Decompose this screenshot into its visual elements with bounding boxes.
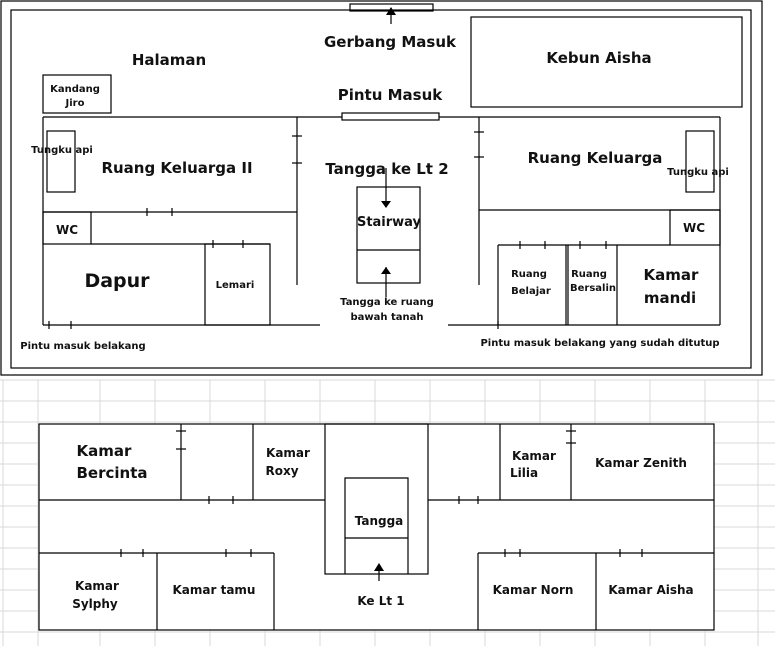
- stairway-label: Stairway: [357, 215, 422, 230]
- roxy-room-label-2: Roxy: [265, 464, 298, 478]
- basement-stairs-label-1: Tangga ke ruang: [340, 297, 434, 308]
- yard-label: Halaman: [132, 51, 206, 69]
- study-label-2: Belajar: [511, 286, 551, 297]
- stair-inner: [344, 477, 409, 574]
- bathroom-label-2: mandi: [644, 289, 696, 307]
- stairs-label: Tangga: [355, 514, 404, 528]
- delivery-room-label-2: Bersalin: [570, 283, 616, 294]
- wc-right-room: [669, 209, 721, 246]
- stair-block: [324, 423, 429, 575]
- garden-label: Kebun Aisha: [546, 49, 651, 67]
- basement-stairs-label-2: bawah tanah: [350, 312, 423, 323]
- lilia-room-label-2: Lilia: [510, 466, 538, 480]
- wc-left-room: [42, 211, 92, 245]
- wardrobe-room: [204, 243, 271, 326]
- wc-left-label: WC: [56, 223, 78, 237]
- wardrobe-label: Lemari: [216, 280, 255, 291]
- norn-room-label: Kamar Norn: [493, 583, 574, 597]
- main-door-label: Pintu Masuk: [338, 86, 444, 104]
- kitchen-label: Dapur: [84, 270, 150, 292]
- delivery-room-label-1: Ruang: [571, 269, 607, 280]
- gate-label: Gerbang Masuk: [324, 33, 457, 51]
- kennel-label-1: Kandang: [50, 84, 100, 95]
- guest-room-label: Kamar tamu: [173, 583, 256, 597]
- bercinta-room-label-1: Kamar: [77, 442, 132, 460]
- fireplace-right-label: Tungku api: [667, 167, 729, 178]
- roxy-room-label-1: Kamar: [266, 446, 310, 460]
- outer-frame: [0, 0, 763, 376]
- fireplace-left-label: Tungku api: [31, 145, 93, 156]
- bercinta-room-label-2: Bercinta: [76, 464, 147, 482]
- main-door: [341, 112, 440, 121]
- back-door-label: Pintu masuk belakang: [20, 341, 145, 352]
- kennel-box: [42, 74, 112, 114]
- stairway-box: [356, 186, 421, 284]
- stairs-up-label: Tangga ke Lt 2: [325, 160, 448, 178]
- bathroom-label-1: Kamar: [644, 266, 699, 284]
- family-room-label: Ruang Keluarga: [528, 149, 663, 167]
- fireplace-left: [46, 130, 76, 193]
- to-first-floor-label: Ke Lt 1: [357, 594, 404, 608]
- door-marks-ground: [48, 131, 607, 329]
- family-room-2-label: Ruang Keluarga II: [101, 159, 252, 177]
- garden-area: [470, 16, 743, 108]
- lilia-room-label-1: Kamar: [512, 449, 556, 463]
- study-label-1: Ruang: [511, 269, 547, 280]
- zenith-room-label: Kamar Zenith: [595, 456, 687, 470]
- ground-floor-plan: Gerbang Masuk Halaman Kebun Aisha Kandan…: [0, 0, 763, 376]
- aisha-room-label: Kamar Aisha: [608, 583, 693, 597]
- wc-right-label: WC: [683, 221, 705, 235]
- sylphy-room-label-1: Kamar: [75, 579, 119, 593]
- sylphy-room-label-2: Sylphy: [72, 597, 118, 611]
- door-marks-upper: [120, 430, 643, 557]
- fireplace-right: [685, 130, 715, 193]
- upper-floor-plan: Kamar Bercinta Kamar Roxy Kamar Lilia Ka…: [38, 423, 715, 631]
- property-boundary: [10, 9, 752, 369]
- back-door-closed-label: Pintu masuk belakang yang sudah ditutup: [480, 338, 719, 349]
- kennel-label-2: Jiro: [65, 98, 85, 109]
